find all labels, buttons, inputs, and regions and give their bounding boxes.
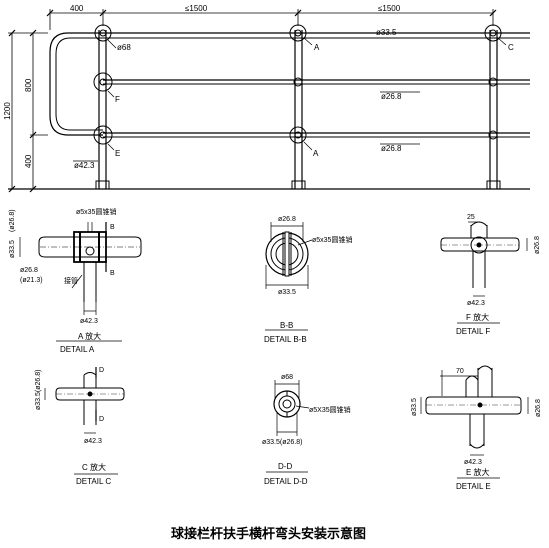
detail-c-sec-top: D (99, 367, 104, 374)
dim-left-1: 800 (24, 78, 33, 92)
dim-top-1: ≤1500 (185, 4, 208, 13)
detail-a-phi33-5: ø33.5 (9, 240, 16, 258)
detail-dd-phi: ø33.5(ø26.8) (262, 439, 302, 446)
detail-f-25: 25 (467, 214, 475, 221)
detail-f-caption-cn: F 放大 (466, 312, 489, 322)
detail-a-section-top: B (110, 224, 115, 231)
callout-phi26-8-a: ø26.8 (381, 92, 402, 101)
detail-a-caption-cn: A 放大 (78, 331, 101, 341)
detail-c (44, 367, 125, 475)
detail-c-sec-bottom: D (99, 416, 104, 423)
dim-left-2: 400 (24, 154, 33, 168)
detail-bb-phi26-8: ø26.8 (278, 216, 296, 223)
detail-e-caption-en: DETAIL E (456, 482, 491, 491)
detail-f-caption-en: DETAIL F (456, 327, 490, 336)
detail-f-phi26-8: ø26.8 (534, 236, 541, 254)
callout-phi33-5: ø33.5 (376, 28, 397, 37)
detail-a-phi21-3: (ø21.3) (20, 277, 43, 284)
detail-a-phi26-8: (ø26.8) (9, 209, 16, 232)
detail-b-b (265, 222, 313, 331)
mark-a-bottom: A (313, 149, 319, 158)
elevation-view (8, 9, 530, 193)
detail-a-sleeve: 接管 (64, 276, 78, 285)
detail-e-phi26-8: ø26.8 (535, 399, 542, 417)
detail-a-phi42-3: ø42.3 (80, 318, 98, 325)
detail-c-phi: ø33.5(ø26.8) (35, 370, 42, 410)
mark-a-top: A (314, 43, 320, 52)
detail-bb-caption-cn: B-B (280, 321, 293, 330)
mark-f: F (115, 95, 120, 104)
detail-a (19, 222, 142, 342)
detail-dd-caption-en: DETAIL D-D (264, 477, 308, 486)
detail-e-caption-cn: E 放大 (466, 467, 490, 477)
detail-e-phi33-5: ø33.5 (411, 398, 418, 416)
detail-a-section-bottom: B (110, 270, 115, 277)
callout-phi42-3: ø42.3 (74, 161, 95, 170)
detail-a-pin: ø5x35圆锥销 (76, 207, 116, 216)
drawing-title: 球接栏杆扶手横杆弯头安装示意图 (171, 526, 366, 542)
detail-c-phi42-3: ø42.3 (84, 438, 102, 445)
detail-c-caption-cn: C 放大 (82, 462, 106, 472)
callout-phi68: ø68 (117, 43, 131, 52)
detail-bb-phi33-5: ø33.5 (278, 289, 296, 296)
mark-c: C (508, 43, 514, 52)
dim-left-0: 1200 (3, 102, 12, 120)
detail-f-phi42-3: ø42.3 (467, 300, 485, 307)
detail-bb-pin: ø5x35圆锥销 (312, 235, 352, 244)
detail-f (440, 221, 528, 324)
dim-top-0: 400 (70, 4, 84, 13)
detail-e (420, 365, 529, 479)
detail-e-70: 70 (456, 368, 464, 375)
detail-dd-pin: ø5X35圆锥销 (309, 405, 351, 414)
detail-d-d (266, 380, 310, 473)
detail-a-phi26-8b: ø26.8 (20, 267, 38, 274)
detail-e-phi42-3: ø42.3 (464, 459, 482, 466)
detail-a-caption-en: DETAIL A (60, 345, 95, 354)
detail-dd-phi68: ø68 (281, 374, 293, 381)
callout-phi26-8-b: ø26.8 (381, 144, 402, 153)
detail-bb-caption-en: DETAIL B-B (264, 335, 307, 344)
detail-c-caption-en: DETAIL C (76, 477, 111, 486)
dim-top-2: ≤1500 (378, 4, 401, 13)
detail-dd-caption-cn: D-D (278, 462, 292, 471)
mark-e: E (115, 149, 120, 158)
